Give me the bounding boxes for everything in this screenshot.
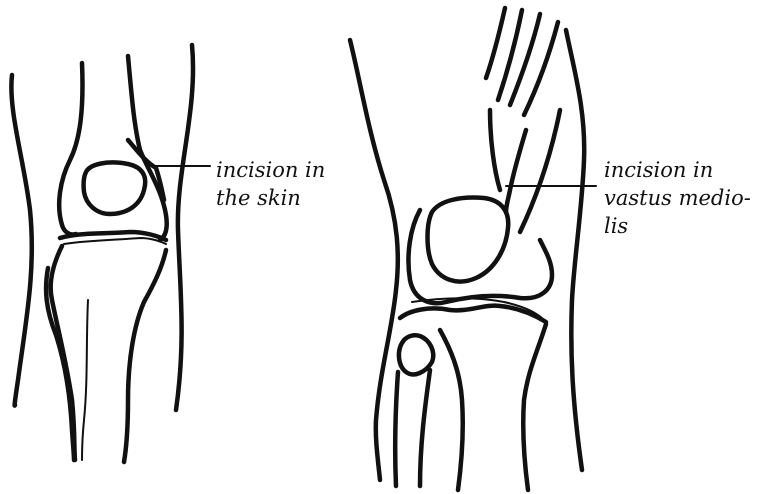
left-femur-left-line (59, 63, 82, 235)
right-knee-outer-left-contour (350, 40, 398, 480)
right-fibula-shaft-right (420, 370, 430, 486)
right-label-line-2: vastus medio- (604, 186, 751, 210)
right-knee-figure (350, 8, 596, 490)
right-label-line-1: incision in (604, 158, 713, 182)
right-label-line-3: lis (604, 214, 628, 238)
right-fibula-shaft-left (395, 372, 398, 486)
left-label-line-1: incision in (216, 158, 325, 182)
left-knee-figure (11, 45, 210, 462)
right-fibula-head (399, 335, 433, 374)
left-knee-outer-right-contour (176, 45, 193, 410)
left-joint-line-lower (64, 238, 166, 244)
right-knee-outer-right-contour (566, 30, 584, 470)
right-vastus-inner-line (490, 110, 500, 190)
left-patella (84, 162, 146, 214)
right-vastus-fiber-4 (524, 22, 558, 115)
left-tibia-right-line (124, 250, 166, 462)
right-vastus-medialis-incision (506, 130, 526, 212)
left-knee-outer-left-contour (11, 75, 31, 406)
left-tibia-inner-line (82, 300, 88, 460)
left-label-line-2: the skin (216, 186, 301, 210)
right-patella (428, 198, 509, 282)
right-tibia-front-line (523, 324, 546, 490)
right-tibia-back-line (440, 330, 463, 490)
right-vastus-fiber-1 (486, 8, 505, 78)
